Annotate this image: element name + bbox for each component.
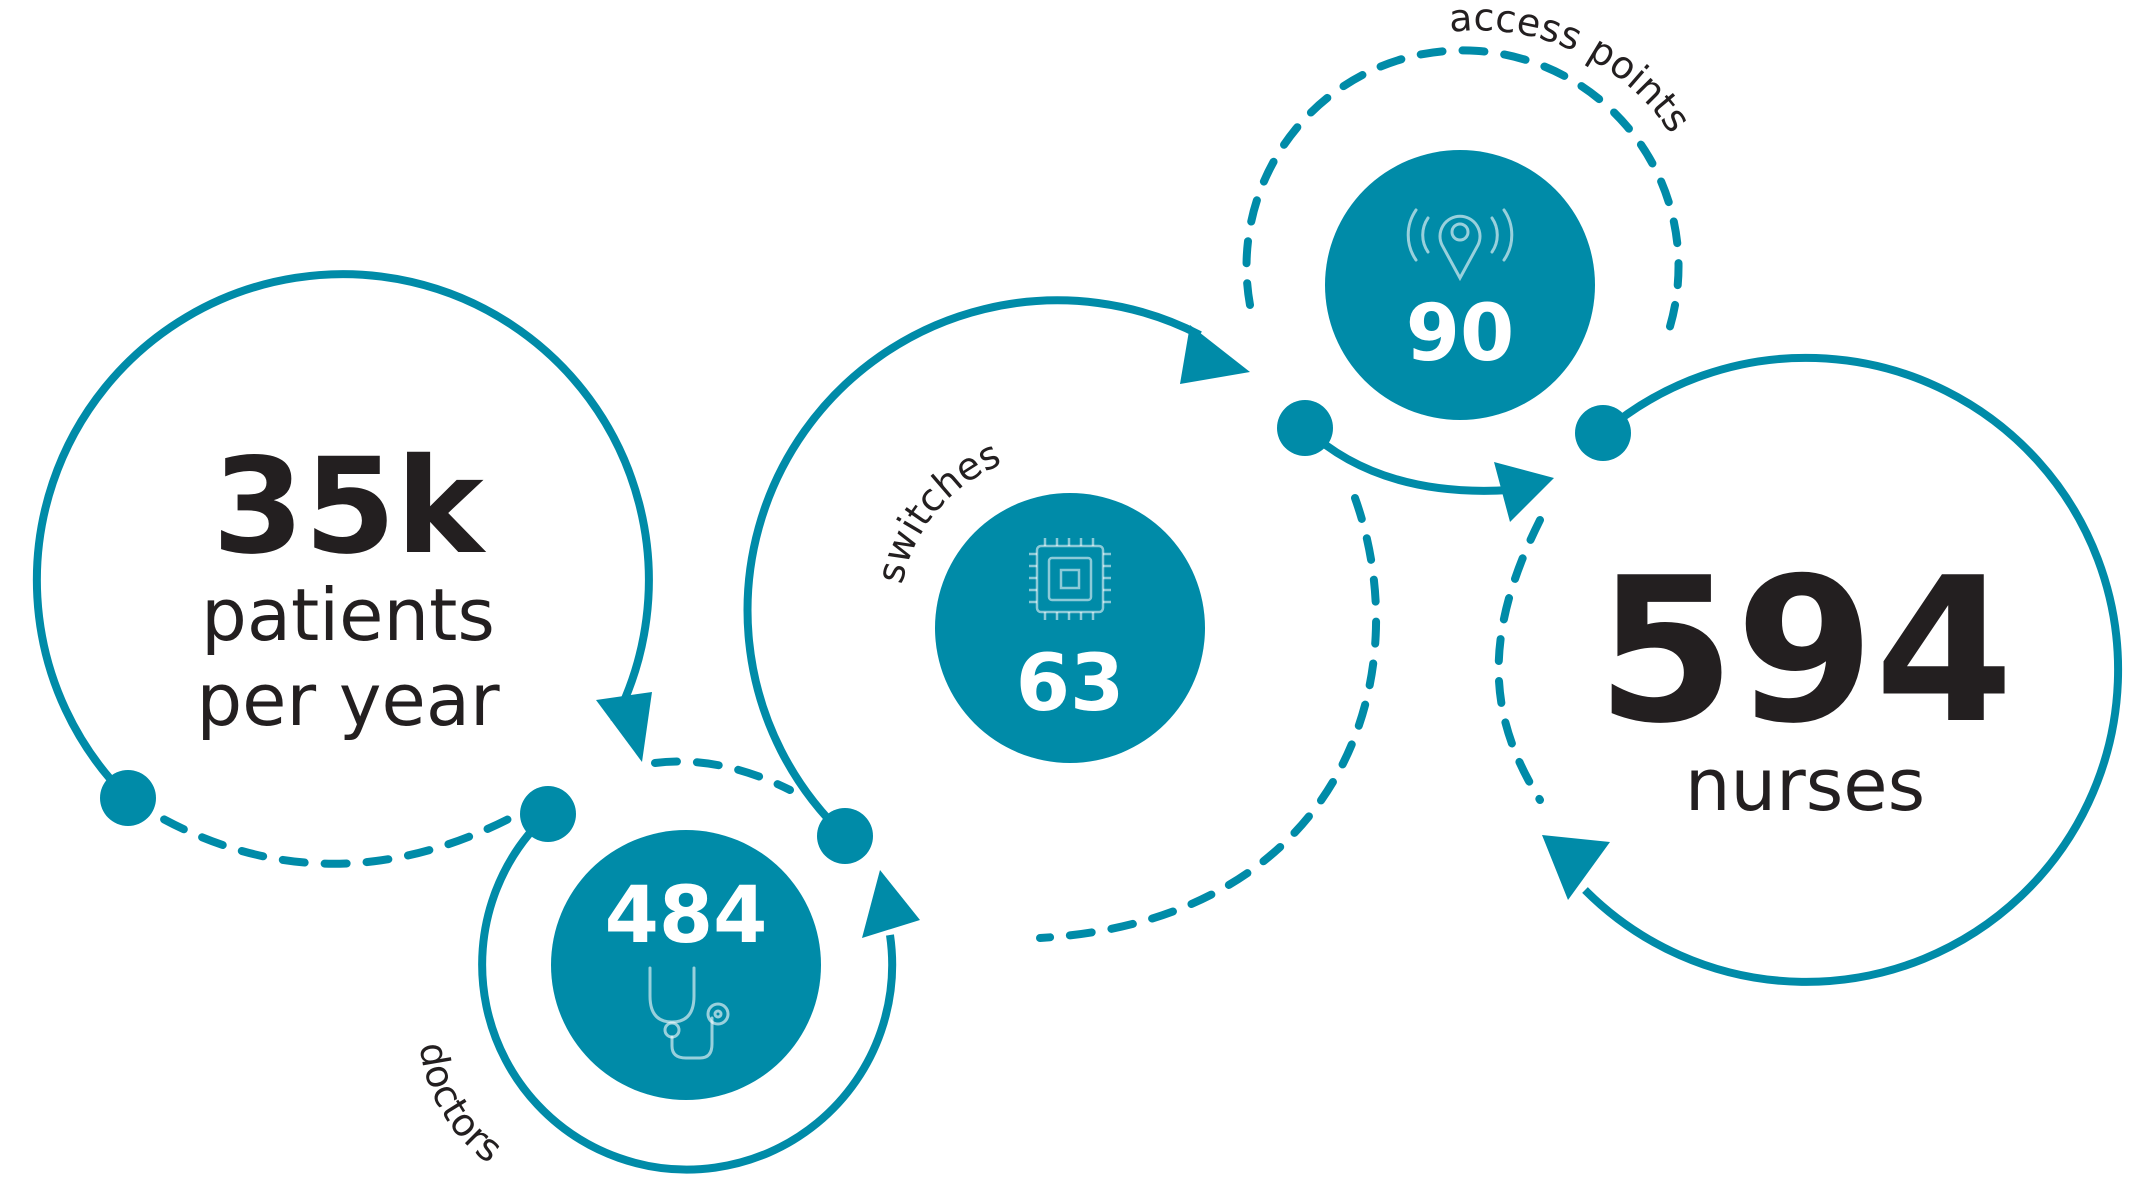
- doctors-value: 484: [605, 871, 768, 961]
- switches-arrowhead: [1180, 325, 1250, 384]
- stethoscope-icon: [648, 966, 730, 1060]
- patients-solid-ring: [32, 270, 653, 801]
- access-points-loop: 90 access points: [1242, 0, 1700, 522]
- nurses-value: 594: [1596, 535, 2013, 768]
- access-points-start-dot: [1277, 400, 1333, 456]
- nurses-loop: [1494, 353, 2123, 986]
- access-points-dashed-ring: [1242, 46, 1683, 337]
- nurses-arrowhead: [1542, 835, 1610, 900]
- access-points-label: access points: [1447, 0, 1699, 140]
- nurses-start-dot: [1575, 405, 1631, 461]
- switches-badge: [935, 493, 1205, 763]
- switches-loop: 63 switches: [743, 296, 1381, 942]
- chip-icon: [1029, 538, 1111, 620]
- patients-dashed-arc: [124, 793, 552, 868]
- doctors-arrowhead: [862, 870, 920, 938]
- switches-value: 63: [1016, 639, 1125, 729]
- nurses-label: nurses: [1685, 743, 1925, 827]
- location-signal-icon: [1406, 208, 1514, 282]
- access-points-solid-connector: [1302, 425, 1511, 495]
- doctors-start-dot: [520, 786, 576, 842]
- switches-solid-ring: [743, 296, 1202, 839]
- doctors-dashed-arc: [651, 757, 794, 794]
- patients-arrowhead: [596, 692, 652, 762]
- patients-label-line1: patients: [201, 573, 495, 657]
- access-points-arrowhead: [1494, 462, 1554, 522]
- access-points-badge: [1325, 150, 1595, 420]
- doctors-badge: [551, 830, 821, 1100]
- switches-start-dot: [817, 808, 873, 864]
- nurses-dashed-arc: [1494, 516, 1544, 804]
- doctors-solid-ring: [478, 811, 897, 1174]
- doctors-label: doctors: [411, 1039, 511, 1171]
- nurses-solid-ring: [1582, 353, 2123, 986]
- access-points-value: 90: [1406, 289, 1515, 379]
- patients-value: 35k: [212, 430, 487, 584]
- patients-loop: [32, 270, 653, 868]
- patients-label-line2: per year: [196, 658, 500, 742]
- patients-start-dot: [100, 770, 156, 826]
- switches-dashed-arc: [1036, 494, 1381, 942]
